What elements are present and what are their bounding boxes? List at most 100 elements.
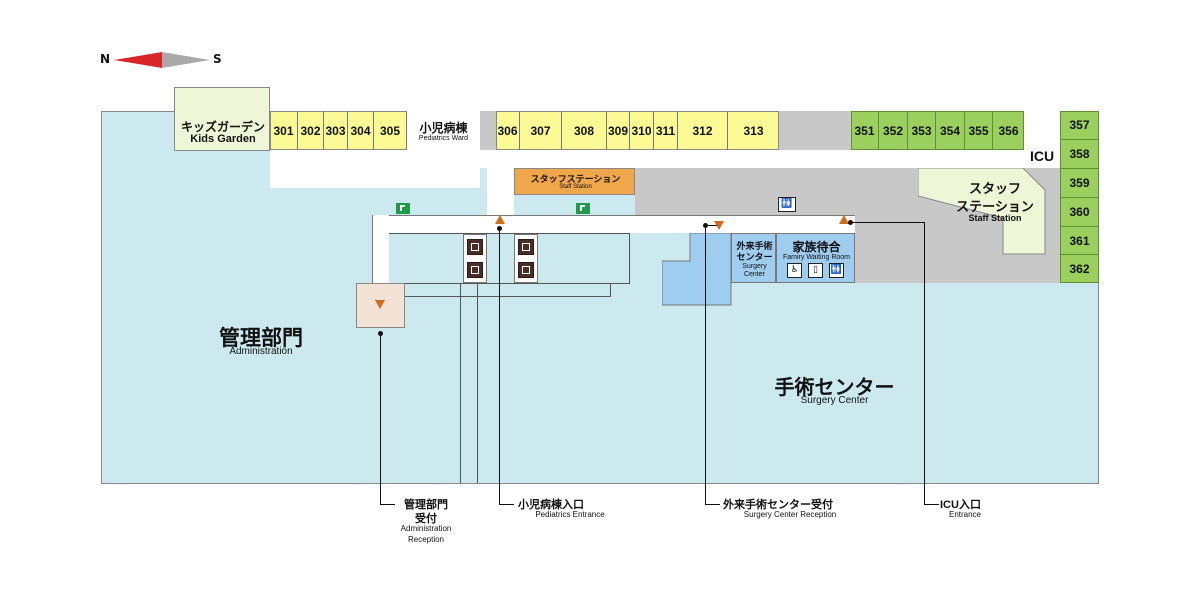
surgery-outpatient-en1: Surgery xyxy=(742,263,767,270)
inner-corridor-left xyxy=(372,215,389,283)
callout-surgery-en: Surgery Center Reception xyxy=(743,510,837,519)
exit-sign-icon xyxy=(396,203,410,214)
entrance-arrow-icon xyxy=(839,215,849,224)
elevator-icon xyxy=(467,239,483,255)
service-area-2 xyxy=(779,111,851,150)
callout-pediatrics-en: Pediatrics Entrance xyxy=(535,510,605,519)
connector-corridor xyxy=(487,165,514,215)
entrance-arrow-icon xyxy=(375,300,385,309)
kids-garden-en: Kids Garden xyxy=(190,133,256,145)
north-label: N xyxy=(100,52,111,66)
surgery-outpatient-en2: Center xyxy=(743,271,765,278)
callout-admin-jp2: 受付 xyxy=(415,513,437,525)
room-311: 311 xyxy=(654,111,678,150)
staff-station-top-en: Staff Station xyxy=(559,184,592,190)
surgery-outpatient-shape xyxy=(662,233,732,306)
corridor-edge-3 xyxy=(405,283,630,284)
surgery-center-outpatient: 外来手術 センター Surgery Center xyxy=(731,233,776,283)
staff-station-top-jp: スタッフステーション xyxy=(530,174,621,184)
surgery-outpatient-jp1: 外来手術 xyxy=(736,241,773,251)
kids-garden-jp: キッズガーデン xyxy=(180,120,265,134)
room-304: 304 xyxy=(348,111,374,150)
middle-corridor xyxy=(480,150,850,168)
corridor-edge-1 xyxy=(389,233,629,234)
north-corridor xyxy=(270,150,480,188)
staff-station-right-en: Staff Station xyxy=(968,213,1022,223)
family-waiting-en: Famiry Waiting Room xyxy=(782,254,851,261)
room-312: 312 xyxy=(678,111,728,150)
family-waiting-jp: 家族待合 xyxy=(792,240,841,254)
kids-garden: キッズガーデン Kids Garden xyxy=(174,87,270,151)
staff-station-top-lower xyxy=(514,195,635,216)
room-353: 353 xyxy=(908,111,936,150)
service-area-3 xyxy=(635,168,833,216)
leader-line-surgery xyxy=(705,225,706,505)
staff-station-right-shape xyxy=(918,168,1046,255)
service-area-1 xyxy=(480,111,496,150)
restroom-icon: ▯ xyxy=(808,263,823,278)
room-358: 358 xyxy=(1060,140,1099,169)
callout-admin-en1: Administration xyxy=(400,524,452,533)
elevator-icon xyxy=(518,262,534,278)
leader-line-surgery-top xyxy=(705,225,717,226)
room-361: 361 xyxy=(1060,227,1099,255)
east-corridor xyxy=(850,150,1060,168)
corridor-edge-5 xyxy=(610,283,611,297)
room-360: 360 xyxy=(1060,198,1099,227)
leader-line-icu-h xyxy=(924,504,939,505)
room-357: 357 xyxy=(1060,111,1099,140)
room-309: 309 xyxy=(607,111,630,150)
room-359: 359 xyxy=(1060,169,1099,198)
callout-admin-jp1: 管理部門 xyxy=(404,499,448,511)
staff-station-top: スタッフステーション Staff Station xyxy=(514,168,635,195)
entrance-arrow-icon xyxy=(495,215,505,224)
room-362: 362 xyxy=(1069,262,1090,276)
room-313: 313 xyxy=(743,123,764,138)
pediatrics-ward-jp: 小児病棟 xyxy=(419,121,468,135)
room-310: 310 xyxy=(630,111,654,150)
restroom-icon: 🚻 xyxy=(778,197,796,212)
room-308: 308 xyxy=(562,111,607,150)
restroom-icon: 🚻 xyxy=(829,263,844,278)
elevator-icon xyxy=(467,262,483,278)
icu-area: ICU xyxy=(1024,111,1060,168)
callout-pediatrics-jp: 小児病棟入口 xyxy=(518,499,584,511)
north-arrow-icon xyxy=(114,52,210,68)
room-352: 352 xyxy=(879,111,908,150)
staff-station-right-jp1: スタッフ xyxy=(968,181,1021,196)
room-301: 301 xyxy=(270,111,298,150)
leader-line-admin-h xyxy=(380,504,395,505)
south-label: S xyxy=(213,52,222,66)
rooms-green-top xyxy=(851,111,1024,150)
callout-surgery-jp: 外来手術センター受付 xyxy=(723,499,833,511)
compass: N S xyxy=(100,50,230,70)
callout-icu-jp: ICU入口 xyxy=(940,499,981,511)
restroom-icon: ♿ xyxy=(787,263,802,278)
north-corridor-2 xyxy=(270,150,288,188)
room-356: 356 xyxy=(998,123,1019,138)
icu-label: ICU xyxy=(1029,148,1055,164)
rooms-left xyxy=(270,111,407,150)
corridor-edge-7 xyxy=(477,283,478,483)
corridor-edge-4 xyxy=(405,296,610,297)
inner-corridor-top xyxy=(372,215,855,233)
corridor-edge-2 xyxy=(629,233,630,283)
room-355: 355 xyxy=(965,111,993,150)
callout-admin-en2: Reception xyxy=(407,535,445,544)
room-305: 305 xyxy=(374,111,407,150)
room-307: 307 xyxy=(520,111,562,150)
callout-icu-en: Entrance xyxy=(948,510,982,519)
leader-line-pediatrics xyxy=(499,228,500,505)
entrance-arrow-icon xyxy=(714,221,724,230)
corridor-edge-6 xyxy=(460,283,461,483)
room-303: 303 xyxy=(324,111,348,150)
leader-line-icu xyxy=(924,222,925,505)
surgery-outpatient-jp2: センター xyxy=(736,252,773,262)
room-351: 351 xyxy=(851,111,879,150)
leader-line-icu-top xyxy=(850,222,925,223)
surgery-center-en: Surgery Center xyxy=(800,395,869,406)
elevator-icon xyxy=(518,239,534,255)
leader-line-surgery-h xyxy=(705,504,720,505)
pediatrics-ward-en: Pediatrics Ward xyxy=(418,135,469,142)
room-354: 354 xyxy=(936,111,965,150)
